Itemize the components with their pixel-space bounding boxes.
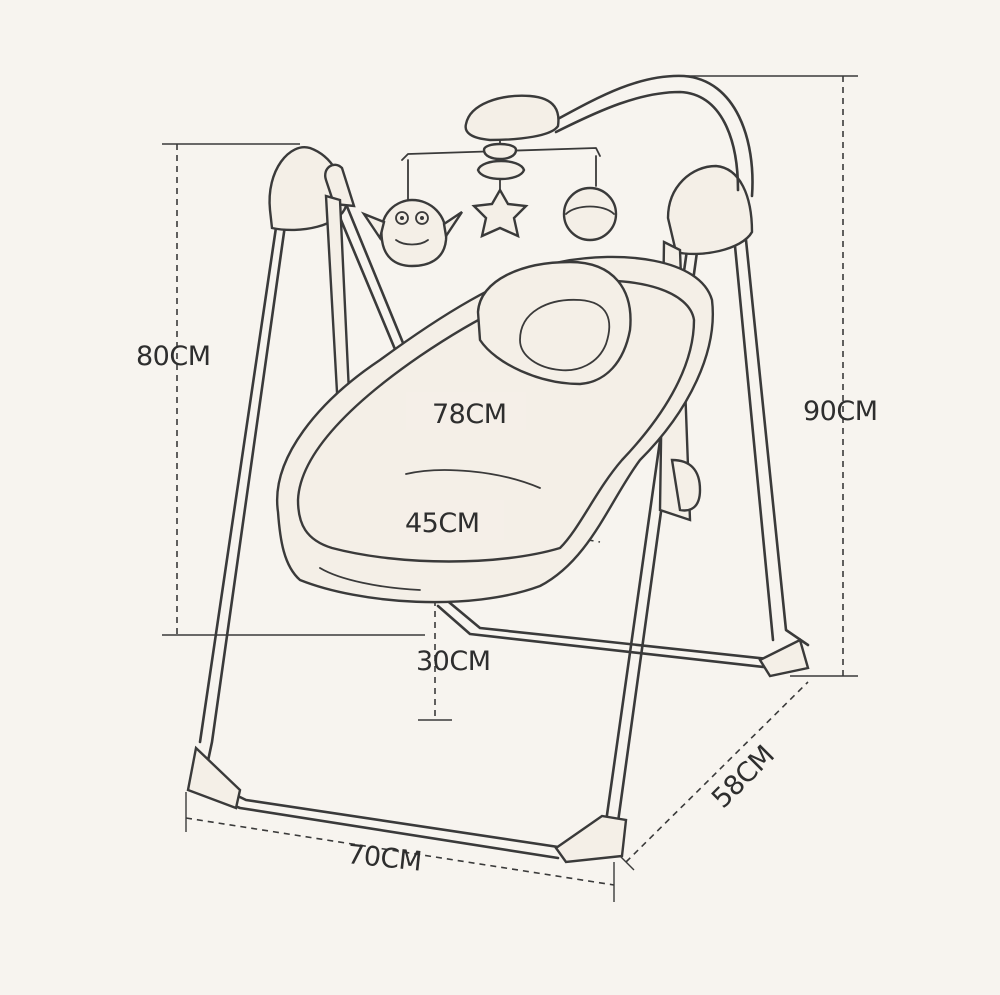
- label-total-height: 90CM: [803, 396, 878, 427]
- mobile-pod: [464, 94, 560, 142]
- ball-toy: [562, 186, 618, 242]
- label-frame-depth: 58CM: [706, 740, 781, 815]
- front-left-leg: [203, 188, 292, 777]
- right-hub: [666, 164, 754, 256]
- label-seat-length: 78CM: [432, 399, 507, 430]
- label-seat-clearance: 30CM: [416, 646, 491, 677]
- owl-toy: [360, 198, 463, 268]
- mobile-arch: [554, 74, 754, 198]
- front-left-foot: [186, 745, 242, 810]
- front-base-bar: [203, 778, 567, 850]
- label-frame-height: 80CM: [136, 341, 211, 372]
- swing-illustration: [186, 74, 810, 864]
- rear-right-foot: [758, 638, 810, 678]
- label-frame-width: 70CM: [346, 839, 423, 878]
- star-toy: [471, 187, 529, 239]
- rear-base-bar: [436, 604, 792, 672]
- headrest: [476, 260, 632, 386]
- label-seat-width: 45CM: [405, 508, 480, 539]
- front-right-foot: [554, 814, 628, 864]
